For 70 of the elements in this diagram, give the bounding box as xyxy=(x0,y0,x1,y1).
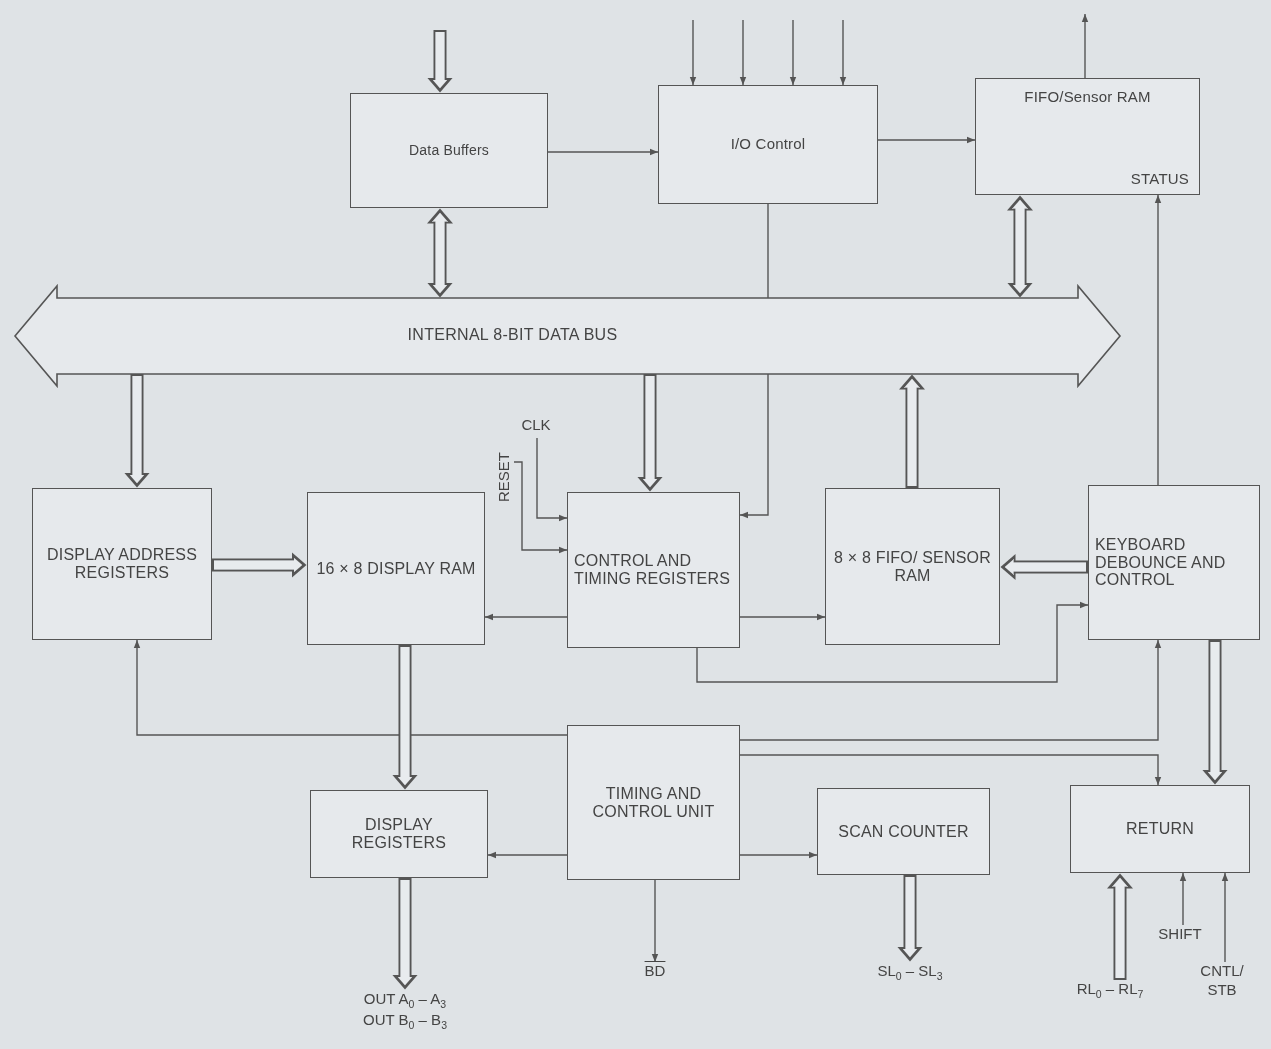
signal-label: CLK xyxy=(521,416,551,435)
block-box xyxy=(307,492,485,645)
bus-arrow xyxy=(897,875,923,962)
block-box xyxy=(567,725,740,880)
arrow xyxy=(739,754,1162,786)
block-box xyxy=(975,78,1200,195)
arrow xyxy=(1154,194,1162,486)
block-box xyxy=(1088,485,1260,640)
signal-label: SHIFT xyxy=(1158,925,1202,944)
block-box xyxy=(310,790,488,878)
block-label: CONTROL AND TIMING REGISTERS xyxy=(574,552,732,588)
bus-arrow xyxy=(1000,554,1088,580)
block-label: 16 × 8 DISPLAY RAM xyxy=(316,559,476,578)
signal-label: BD xyxy=(644,962,666,981)
arrow xyxy=(1179,872,1187,926)
arrow xyxy=(1081,13,1089,79)
arrow xyxy=(739,19,747,86)
block-box xyxy=(825,488,1000,645)
arrow xyxy=(739,639,1162,741)
arrow xyxy=(739,613,826,621)
block-label: DISPLAY REGISTERS xyxy=(350,816,448,852)
block-box xyxy=(32,488,212,640)
signal-label: RL$_{0}$ – RL$_{7}$ xyxy=(1076,980,1144,1002)
arrow xyxy=(1221,872,1229,963)
signal-label: CNTL/ STB xyxy=(1199,962,1245,1000)
signal-label: OUT A$_{0}$ – A$_{3}$ xyxy=(363,990,447,1012)
block-label: DISPLAY ADDRESS REGISTERS xyxy=(46,546,198,582)
block-box xyxy=(658,85,878,204)
arrow xyxy=(484,613,568,621)
bus-arrow xyxy=(427,30,453,93)
block-label: TIMING AND CONTROL UNIT xyxy=(591,784,716,821)
signal-label: SL$_{0}$ – SL$_{3}$ xyxy=(877,962,943,984)
block-label: FIFO/Sensor RAM xyxy=(1024,89,1151,106)
bus-arrow xyxy=(1107,873,1133,980)
bus-arrow xyxy=(124,374,150,488)
bus-arrow xyxy=(1202,640,1228,785)
block-box xyxy=(350,93,548,208)
arrow xyxy=(536,437,568,522)
arrow xyxy=(689,19,697,86)
bus-arrow xyxy=(1007,195,1033,298)
bus-arrow xyxy=(899,374,925,488)
block-box xyxy=(567,492,740,648)
arrow xyxy=(789,19,797,86)
block-label: SCAN COUNTER xyxy=(838,822,969,841)
bus-arrow xyxy=(427,208,453,298)
arrow xyxy=(651,879,659,963)
block-label: 8 × 8 FIFO/ SENSOR RAM xyxy=(833,548,992,585)
bus-arrow xyxy=(212,552,307,578)
arrow xyxy=(739,851,818,859)
bus-arrow xyxy=(392,878,418,990)
arrow xyxy=(133,639,568,736)
arrow xyxy=(513,461,568,554)
block-label: Data Buffers xyxy=(409,142,489,159)
block-label: STATUS xyxy=(1130,171,1189,188)
signal-label: RESET xyxy=(494,452,513,502)
arrow xyxy=(547,148,659,156)
bus-label: INTERNAL 8-BIT DATA BUS xyxy=(407,326,618,344)
arrow xyxy=(696,601,1089,683)
bus-arrow xyxy=(392,645,418,790)
arrow xyxy=(839,19,847,86)
bus-arrow xyxy=(637,374,663,492)
arrow xyxy=(487,851,568,859)
block-label: KEYBOARD DEBOUNCE AND CONTROL xyxy=(1095,535,1227,590)
signal-label: OUT B$_{0}$ – B$_{3}$ xyxy=(363,1011,447,1033)
block-box xyxy=(1070,785,1250,873)
block-label: I/O Control xyxy=(730,136,806,153)
arrow xyxy=(877,136,976,144)
block-label: RETURN xyxy=(1126,820,1194,838)
block-box xyxy=(817,788,990,875)
arrow xyxy=(739,373,769,519)
